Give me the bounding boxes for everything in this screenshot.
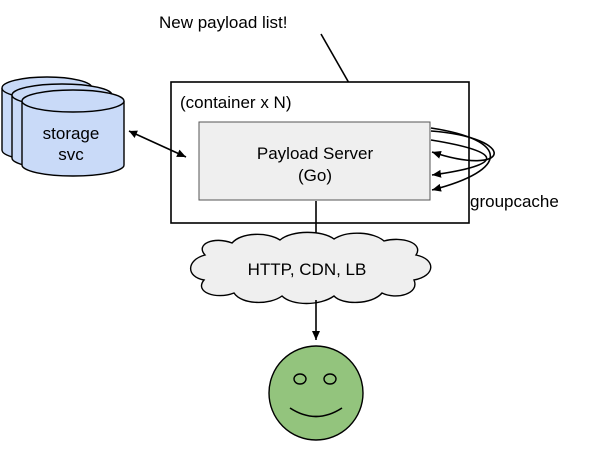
storage-label-line1: storage xyxy=(43,124,100,143)
groupcache-arrows xyxy=(430,127,495,192)
network-label: HTTP, CDN, LB xyxy=(248,260,367,279)
storage-server-arrow xyxy=(128,130,187,158)
container-label: (container x N) xyxy=(180,93,291,112)
annotation-text: New payload list! xyxy=(159,13,288,32)
payload-server-title: Payload Server xyxy=(257,144,374,163)
smiley-face-icon xyxy=(268,345,364,441)
storage-service: storage svc xyxy=(1,76,125,177)
payload-server-subtitle: (Go) xyxy=(298,166,332,185)
network-cloud xyxy=(189,231,432,305)
groupcache-label: groupcache xyxy=(470,192,559,211)
storage-label-line2: svc xyxy=(58,145,84,164)
payload-server-box xyxy=(198,121,431,201)
